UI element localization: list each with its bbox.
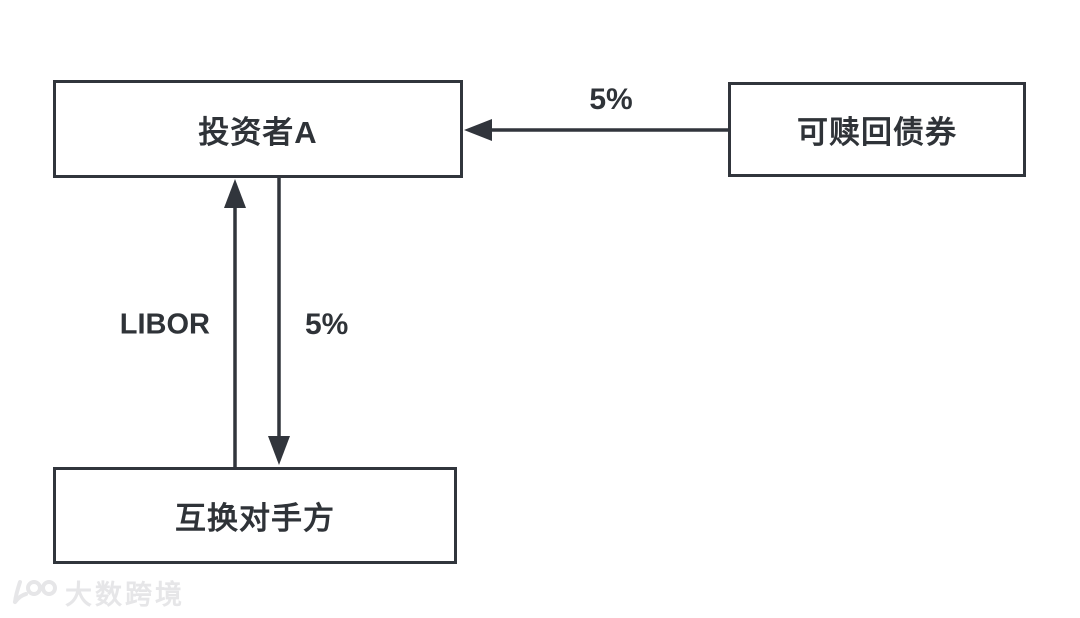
node-investor-a: 投资者A <box>53 80 463 178</box>
arrow-investor-to-counterparty <box>268 178 290 465</box>
edge-label-bond-coupon: 5% <box>589 83 633 116</box>
node-callable-bond-label: 可赎回债券 <box>797 115 957 150</box>
brand-watermark: 大数跨境 <box>12 573 185 612</box>
node-swap-counterparty: 互换对手方 <box>53 467 457 564</box>
brand-watermark-text: 大数跨境 <box>65 580 185 610</box>
arrow-counterparty-to-investor <box>224 179 246 467</box>
node-investor-a-label: 投资者A <box>198 114 318 150</box>
edge-label-libor: LIBOR <box>119 308 210 341</box>
edge-label-swap-fixed-rate: 5% <box>305 308 349 341</box>
node-callable-bond: 可赎回债券 <box>728 82 1026 177</box>
arrow-bond-to-investor <box>464 119 728 141</box>
node-swap-counterparty-label: 互换对手方 <box>175 501 335 536</box>
brand-logo-icon <box>13 579 57 604</box>
